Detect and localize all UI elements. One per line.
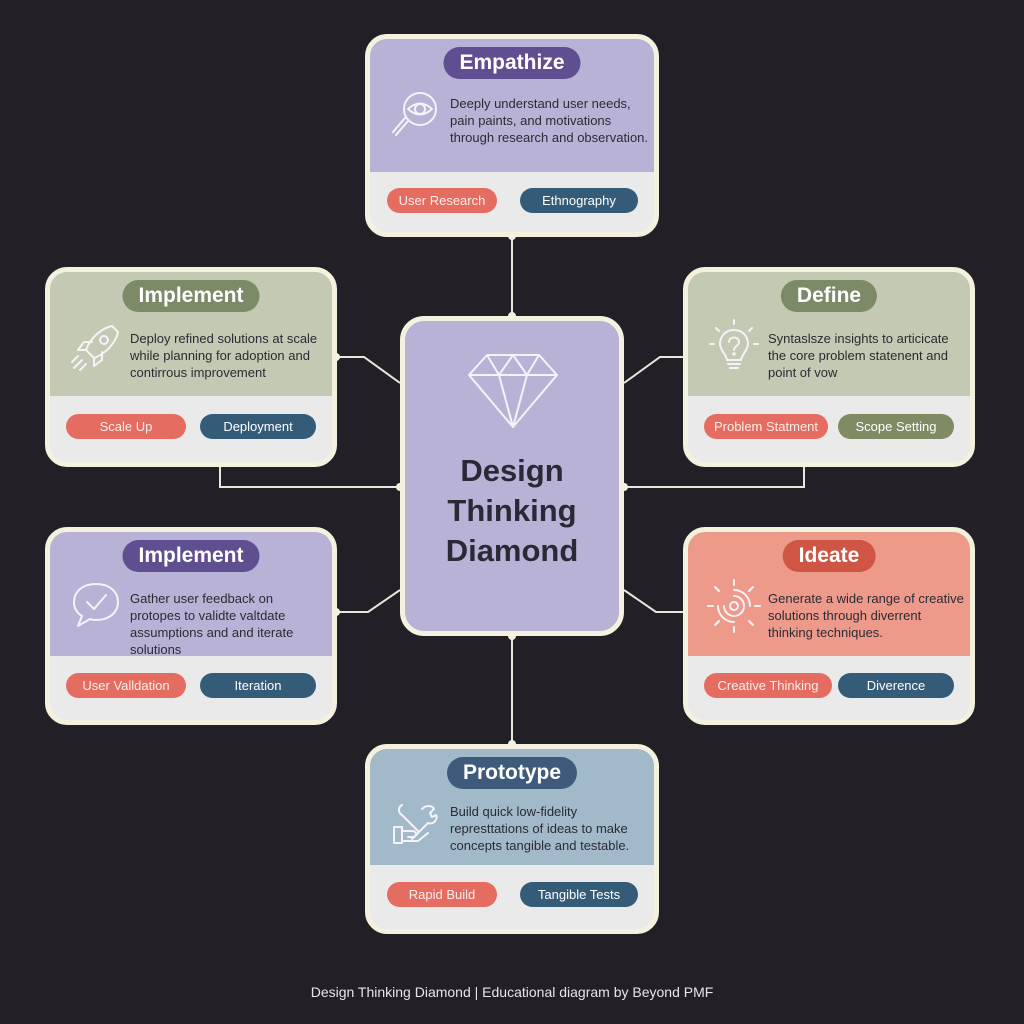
center-title: Design Thinking Diamond <box>445 453 579 568</box>
tag-diverence: Diverence <box>838 673 954 698</box>
tag-rapid-build: Rapid Build <box>387 882 497 907</box>
card-title: Empathize <box>443 47 581 79</box>
card-description: Generate a wide range of creative soluti… <box>768 591 964 640</box>
card-description: Deploy refined solutions at scale while … <box>130 331 318 380</box>
tag-user-research: User Research <box>387 188 497 213</box>
diamond-icon <box>468 354 558 428</box>
card-title: Implement <box>122 280 260 312</box>
card-test: Implement Gather user feedback on protop… <box>45 527 337 725</box>
tag-scope-setting: Scope Setting <box>838 414 954 439</box>
card-implement: Implement Deploy refined solutions at sc… <box>45 267 337 467</box>
card-description: Gather user feedback on protopes to vali… <box>130 591 294 657</box>
center-card: Design Thinking Diamond <box>400 316 624 636</box>
lightbulb-question-icon <box>709 319 759 369</box>
tag-iteration: Iteration <box>200 673 316 698</box>
card-title: Prototype <box>446 757 578 789</box>
tag-user-validation: User Valldation <box>66 673 186 698</box>
card-title: Define <box>780 280 878 312</box>
speech-check-icon <box>73 583 119 627</box>
tag-deployment: Deployment <box>200 414 316 439</box>
tag-ethnography: Ethnography <box>520 188 638 213</box>
footer-caption: Design Thinking Diamond | Educational di… <box>310 984 714 1000</box>
card-prototype: Prototype Build quick low-fidelity repre… <box>365 744 659 934</box>
rocket-icon <box>71 325 119 371</box>
card-description: Deeply understand user needs, pain paint… <box>450 96 649 145</box>
card-define: Define Syntaslsze insights to articicate… <box>683 267 975 467</box>
tag-problem-statement: Problem Statment <box>704 414 828 439</box>
tag-scale-up: Scale Up <box>66 414 186 439</box>
card-description: Build quick low-fidelity represttations … <box>450 804 630 853</box>
card-title: Implement <box>122 540 260 572</box>
swirl-burst-icon <box>707 579 761 633</box>
card-empathize: Empathize Deeply understand user needs, … <box>365 34 659 237</box>
card-description: Syntaslsze insights to articicate the co… <box>768 331 949 380</box>
tag-creative-thinking: Creative Thinking <box>704 673 832 698</box>
tag-tangible-tests: Tangible Tests <box>520 882 638 907</box>
card-ideate: Ideate Generate a wide range of creative… <box>683 527 975 725</box>
eye-magnifier-icon <box>392 92 437 136</box>
card-title: Ideate <box>782 540 876 572</box>
hand-wrench-icon <box>393 804 438 844</box>
